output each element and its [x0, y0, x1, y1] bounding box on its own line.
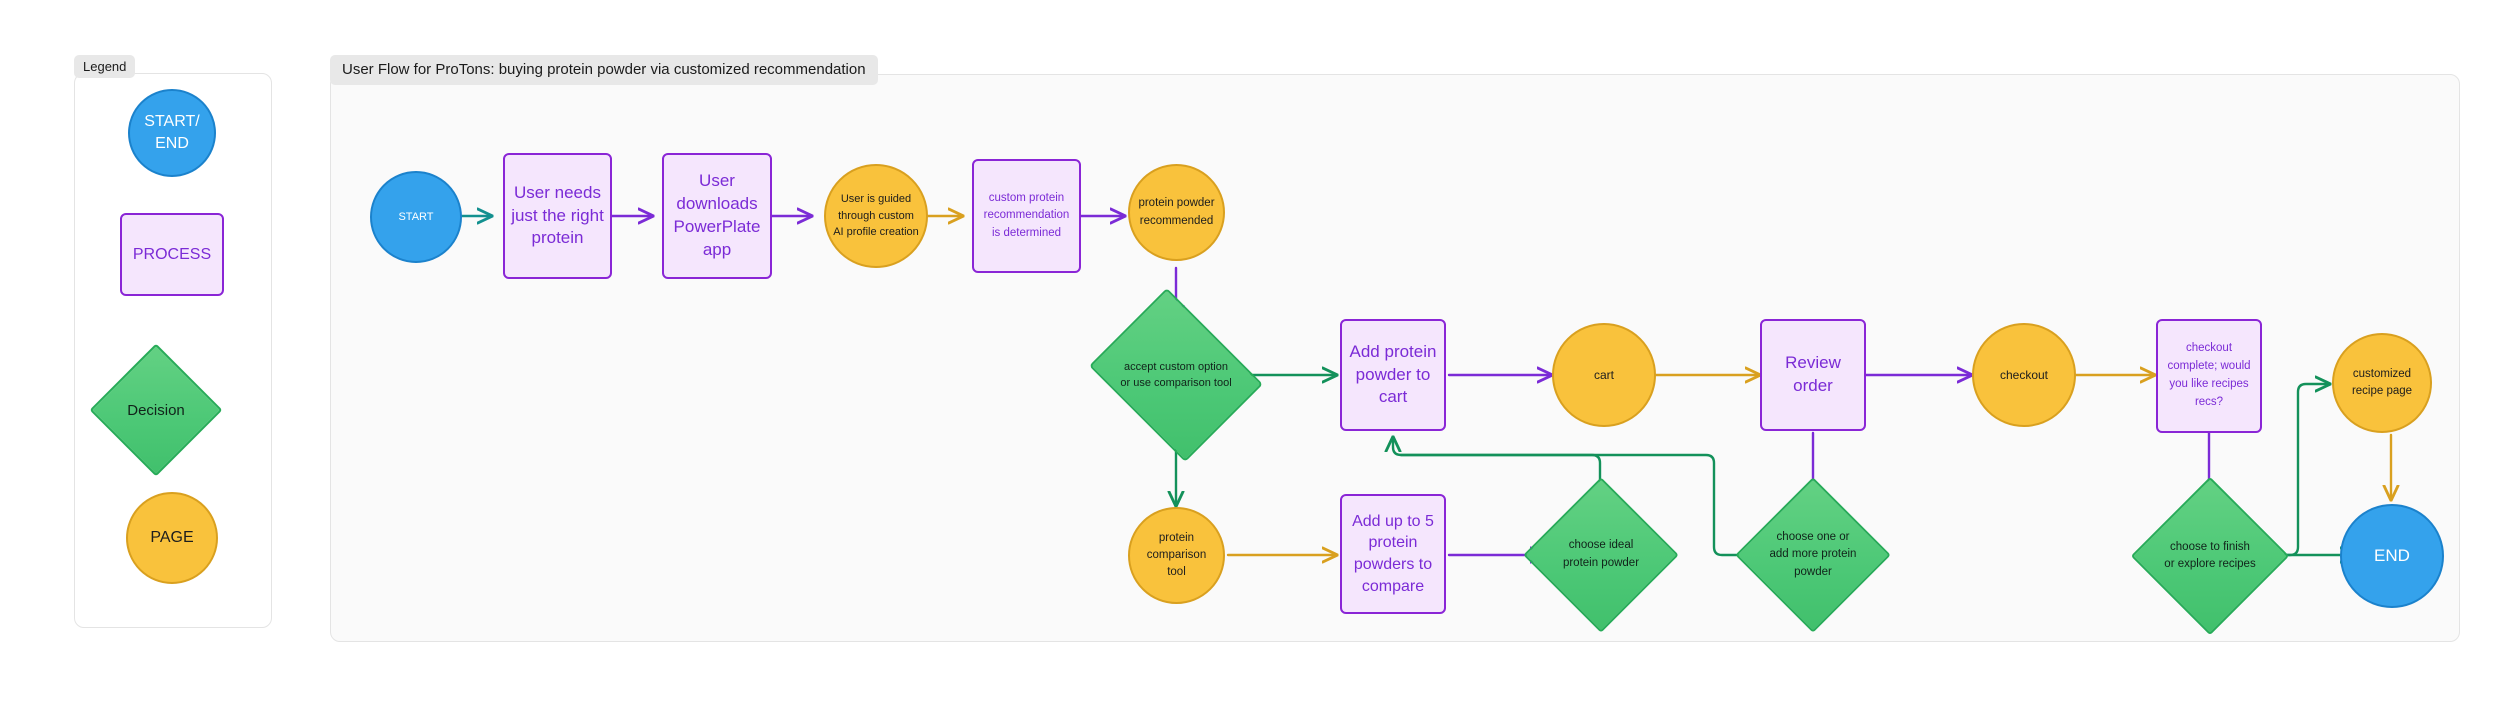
node-user-needs-label: User needs just the right protein	[511, 182, 604, 248]
legend-title: Legend	[74, 55, 136, 78]
node-custom-recommendation-label: custom protein recommendation is determi…	[983, 192, 1070, 239]
legend-shape-page: PAGE	[126, 492, 218, 584]
legend-shape-decision: Decision	[89, 343, 223, 477]
node-checkout-label: checkout	[1999, 368, 2049, 382]
legend-page-label: PAGE	[150, 529, 194, 546]
node-add-to-cart-label: Add protein powder to cart	[1349, 341, 1437, 407]
node-cart[interactable]: cart	[1552, 323, 1656, 427]
node-start[interactable]: START	[370, 171, 462, 263]
node-add-up-to-5-label: Add up to 5 protein powders to compare	[1352, 512, 1434, 595]
node-review-order-label: Review order	[1785, 353, 1841, 395]
node-finish-or-explore-label: choose to finish or explore recipes	[2164, 540, 2256, 570]
node-custom-recommendation[interactable]: custom protein recommendation is determi…	[972, 159, 1081, 273]
node-accept-or-compare[interactable]: accept custom option or use comparison t…	[1089, 288, 1263, 462]
node-ai-profile[interactable]: User is guided through custom AI profile…	[824, 164, 928, 268]
node-choose-one-or-more-label: choose one or add more protein powder	[1769, 531, 1857, 578]
node-start-label: START	[398, 211, 434, 223]
node-ai-profile-label: User is guided through custom AI profile…	[833, 193, 919, 239]
node-comparison-tool-label: protein comparison tool	[1146, 531, 1207, 579]
node-checkout-complete[interactable]: checkout complete; would you like recipe…	[2156, 319, 2262, 433]
node-end[interactable]: END	[2340, 504, 2444, 608]
node-recipe-page[interactable]: customized recipe page	[2332, 333, 2432, 433]
legend-terminal-label: START/END	[144, 113, 200, 152]
legend-shape-terminal: START/END	[128, 89, 216, 177]
node-powder-recommended[interactable]: protein powder recommended	[1128, 164, 1225, 261]
legend-decision-label: Decision	[127, 401, 185, 419]
node-user-needs[interactable]: User needs just the right protein	[503, 153, 612, 279]
node-user-downloads[interactable]: User downloads PowerPlate app	[662, 153, 772, 279]
legend-process-label: PROCESS	[132, 245, 212, 263]
node-user-downloads-label: User downloads PowerPlate app	[673, 171, 761, 259]
node-checkout-complete-label: checkout complete; would you like recipe…	[2167, 342, 2251, 408]
node-recipe-page-label: customized recipe page	[2351, 367, 2413, 397]
node-choose-ideal-label: choose ideal protein powder	[1562, 539, 1640, 569]
node-choose-ideal[interactable]: choose ideal protein powder	[1523, 477, 1679, 633]
flow-title: User Flow for ProTons: buying protein po…	[330, 55, 878, 85]
legend-shape-process: PROCESS	[120, 213, 224, 296]
node-review-order[interactable]: Review order	[1760, 319, 1866, 431]
node-finish-or-explore[interactable]: choose to finish or explore recipes	[2130, 476, 2290, 636]
node-accept-or-compare-label: accept custom option or use comparison t…	[1120, 360, 1232, 390]
node-choose-one-or-more[interactable]: choose one or add more protein powder	[1735, 477, 1891, 633]
node-end-label: END	[2374, 546, 2410, 565]
node-comparison-tool[interactable]: protein comparison tool	[1128, 507, 1225, 604]
node-checkout[interactable]: checkout	[1972, 323, 2076, 427]
node-add-up-to-5[interactable]: Add up to 5 protein powders to compare	[1340, 494, 1446, 614]
node-add-to-cart[interactable]: Add protein powder to cart	[1340, 319, 1446, 431]
node-powder-recommended-label: protein powder recommended	[1138, 197, 1215, 227]
node-cart-label: cart	[1593, 368, 1614, 382]
